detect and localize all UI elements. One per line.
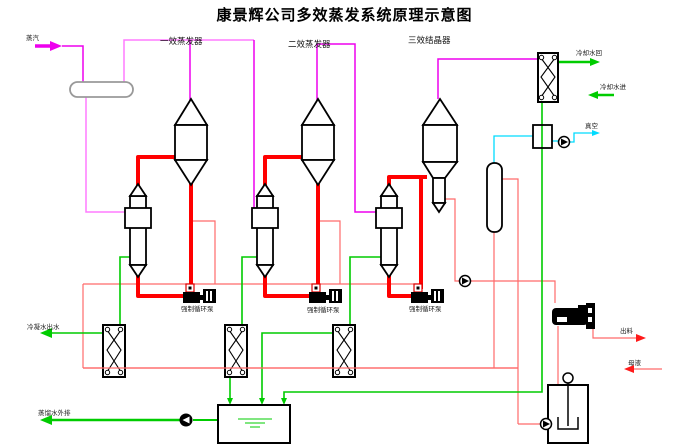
distilled-water-pump-icon xyxy=(179,413,193,427)
steam-in-label: 蒸汽 xyxy=(26,34,39,42)
page-title: 康景辉公司多效蒸发系统原理示意图 xyxy=(216,6,473,24)
preheater-2 xyxy=(224,324,248,378)
circulation-pump-3-icon xyxy=(411,283,444,303)
pump-2-label: 强制循环泵 xyxy=(307,306,340,314)
condensate-out-label: 冷凝水出水 xyxy=(27,323,60,331)
steam-in-arrow xyxy=(50,41,62,51)
vacuum-label: 真空 xyxy=(585,122,598,130)
discharge-pump-icon xyxy=(458,274,472,288)
water-level-icon xyxy=(238,418,272,428)
cooling-return-arrow xyxy=(590,58,600,66)
circulation-pump-1-icon xyxy=(183,283,216,303)
condensate-column xyxy=(486,162,503,233)
condensate-lines xyxy=(52,60,614,422)
discharge-arrow xyxy=(636,334,646,342)
pump-3-label: 强制循环泵 xyxy=(409,305,442,313)
cooling-water-in-label: 冷却水进 xyxy=(600,83,626,91)
preheater-1 xyxy=(102,324,126,378)
heater-1 xyxy=(124,182,152,279)
circulation-pump-2-icon xyxy=(309,283,342,303)
mother-liquor-label: 母液 xyxy=(628,359,641,367)
pump-1-label: 强制循环泵 xyxy=(181,305,214,313)
distilled-water-arrow xyxy=(40,415,52,425)
cooling-in-arrow xyxy=(588,91,598,99)
steam-header-capsule xyxy=(69,81,134,98)
vacuum-tank xyxy=(532,124,553,149)
salt-leg xyxy=(432,177,446,204)
steam-lines xyxy=(35,39,538,213)
crystallizer-separator xyxy=(421,97,459,214)
crystallizer-label: 三效结晶器 xyxy=(408,36,451,46)
separator-1 xyxy=(173,97,209,187)
distilled-water-out-label: 蒸馏水外排 xyxy=(38,409,71,417)
evaporator-2-label: 二效蒸发器 xyxy=(288,40,331,50)
heater-2 xyxy=(251,182,279,279)
vacuum-arrow xyxy=(592,130,600,136)
condenser-heat-exchanger xyxy=(537,52,559,103)
separator-2 xyxy=(300,97,336,187)
agitator-motor-icon xyxy=(562,372,574,384)
preheater-3 xyxy=(332,324,356,378)
agitated-tank xyxy=(547,372,589,444)
vacuum-lines xyxy=(493,132,592,163)
agitator-icon xyxy=(557,383,579,430)
evaporator-1-label: 一效蒸发器 xyxy=(160,37,203,47)
heater-3 xyxy=(375,182,403,279)
vacuum-pump-icon xyxy=(557,135,571,149)
cooling-water-return-label: 冷却水回 xyxy=(576,49,602,57)
condensate-arrowheads xyxy=(40,58,600,425)
centrifuge-icon xyxy=(552,303,595,329)
discharge-label: 出料 xyxy=(620,327,633,335)
mother-liquor-arrow xyxy=(624,365,634,373)
condensate-tank xyxy=(217,404,291,444)
condensate-out-arrow xyxy=(40,328,52,338)
mother-liquor-pump-icon xyxy=(539,417,553,431)
